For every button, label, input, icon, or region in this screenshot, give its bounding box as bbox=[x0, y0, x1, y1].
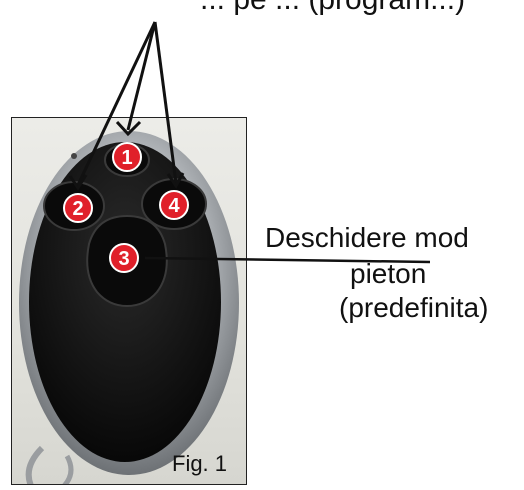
pedestrian-mode-label-line1: Deschidere mod bbox=[265, 222, 469, 254]
badge-4-number: 4 bbox=[168, 195, 180, 217]
pedestrian-mode-label-line2: pieton bbox=[350, 258, 426, 290]
figure-caption: Fig. 1 bbox=[172, 451, 227, 477]
arrow-to-button-1 bbox=[128, 22, 155, 130]
arrow-to-button-4 bbox=[155, 22, 176, 183]
badge-4: 4 bbox=[160, 191, 188, 219]
badge-1: 1 bbox=[113, 143, 141, 171]
badge-2-number: 2 bbox=[72, 198, 83, 220]
badge-2: 2 bbox=[64, 194, 92, 222]
badge-3-number: 3 bbox=[118, 248, 129, 270]
badge-3: 3 bbox=[110, 244, 138, 272]
badge-1-number: 1 bbox=[121, 147, 132, 169]
pedestrian-mode-label-line3: (predefinita) bbox=[339, 292, 488, 324]
